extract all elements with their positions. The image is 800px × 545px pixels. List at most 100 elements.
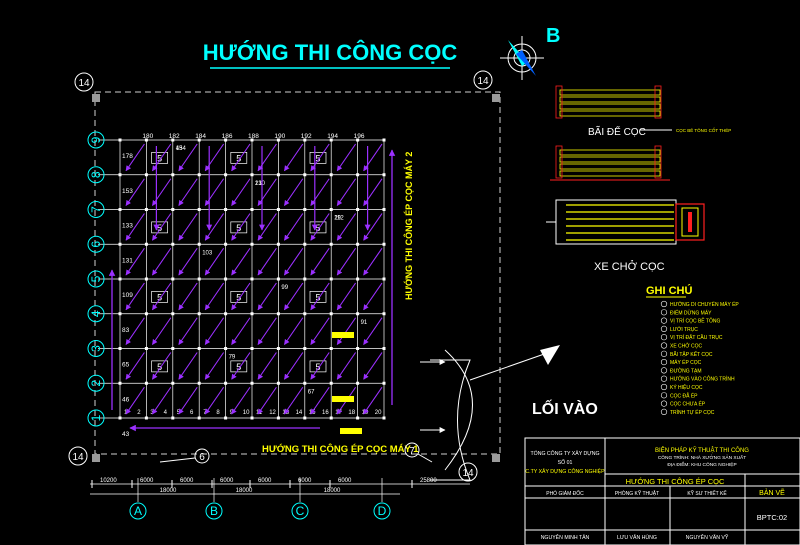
dimension-total: 18000	[236, 488, 253, 494]
pile-position	[224, 416, 228, 420]
legend-bullet-icon	[660, 325, 668, 333]
pile-number-mid: 99	[281, 285, 288, 291]
pile-position	[171, 138, 175, 142]
row-axis-label: 5	[89, 275, 103, 282]
site-road	[420, 345, 560, 481]
pile-bar	[559, 89, 661, 96]
pile-position	[356, 173, 360, 177]
legend-title: GHI CHÚ	[646, 284, 693, 297]
company-line: C.TY XÂY DỰNG CÔNG NGHIỆP	[525, 467, 605, 475]
pile-position	[171, 347, 175, 350]
signature-role: KỸ SƯ THIẾT KẾ	[687, 490, 727, 497]
column-axis-label: D	[378, 504, 387, 518]
pile-position	[356, 138, 360, 142]
dimension-value: 6000	[298, 478, 312, 484]
pile-number-row1: 3	[150, 410, 154, 416]
row-axis-bubble	[87, 131, 105, 149]
pile-position	[329, 347, 333, 350]
pile-number-row1: 12	[269, 410, 276, 416]
machine-path-arrow	[231, 317, 251, 345]
pile-position	[276, 242, 280, 246]
machine-path-arrow	[231, 213, 251, 241]
row-axis-bubble	[87, 340, 105, 357]
machine-path-arrow	[204, 247, 225, 276]
pile-position	[197, 208, 201, 211]
machine-path-arrow	[283, 282, 304, 311]
pile-position	[224, 242, 228, 246]
pile-truck-label: XE CHỞ CỌC	[594, 260, 665, 273]
legend-item: LƯỚI TRỤC	[670, 326, 698, 333]
row-axis-label: 9	[89, 136, 103, 143]
north-arrow-icon	[500, 36, 544, 80]
machine-path-arrow	[178, 352, 198, 380]
machine-path-arrow	[310, 178, 330, 206]
pile-position	[171, 381, 175, 385]
machine-path-arrow	[257, 317, 277, 345]
legend-item: ĐIỂM DỪNG MÁY	[670, 309, 712, 316]
pile-position	[356, 208, 360, 211]
legend-item: HƯỚNG DI CHUYỂN MÁY ÉP	[670, 301, 739, 308]
machine-path-arrow	[178, 386, 198, 415]
dimension-value: 25800	[420, 478, 437, 484]
pile-position	[171, 173, 175, 177]
legend-item: VỊ TRÍ ĐẶT CẦU TRỤC	[670, 334, 723, 341]
machine-path-arrow	[178, 178, 198, 206]
machine-path-arrow	[283, 386, 304, 415]
pile-position	[171, 208, 175, 211]
pile-position	[144, 138, 148, 142]
pile-position	[276, 138, 280, 142]
pile-position	[250, 416, 254, 420]
pile-position	[224, 347, 228, 350]
pile-position	[329, 138, 333, 142]
pile-position	[303, 138, 307, 142]
cell-mark: 5	[236, 223, 241, 233]
legend-bullet-icon	[660, 400, 668, 407]
machine-path-arrow	[125, 213, 145, 241]
pile-position	[144, 242, 148, 246]
row-axis-bubble	[87, 270, 105, 288]
corner-post	[492, 454, 500, 462]
dimension-total: 18000	[160, 488, 177, 494]
legend-bullet-icon	[660, 334, 668, 341]
legend-bullet-icon	[660, 408, 668, 416]
pile-number-top: 194	[327, 133, 338, 140]
structural-grid	[98, 138, 386, 420]
machine-path-arrow	[151, 352, 172, 380]
machine-path-arrow	[363, 213, 383, 241]
signature-name: NGUYỄN MINH TÂN	[541, 534, 590, 541]
dimension-total: 18000	[324, 488, 341, 494]
row-axis-label: 6	[89, 241, 103, 248]
pile-number-top: 190	[274, 133, 285, 140]
cell-mark-box	[309, 291, 327, 303]
machine-path-arrow	[283, 213, 304, 241]
machine-path-arrow	[204, 386, 225, 415]
row-axis-bubble	[87, 374, 105, 392]
machine-path-arrow	[283, 178, 304, 206]
pile-position	[303, 173, 307, 177]
pile-number-row1: 10	[243, 410, 250, 416]
machine-marker-7: 7	[404, 442, 433, 463]
machine2-label: HƯỚNG THI CÔNG ÉP CỌC MÁY 2	[403, 152, 414, 300]
pile-position	[197, 347, 201, 350]
column-axis-bubble	[205, 502, 223, 520]
pile-position	[382, 208, 386, 211]
pile-position	[356, 381, 360, 385]
machine-path-arrow	[151, 143, 172, 172]
pile-position	[329, 173, 333, 177]
cell-mark: 5	[315, 362, 320, 372]
cell-mark: 5	[157, 223, 162, 233]
pile-position	[224, 381, 228, 385]
machine-path-arrow	[151, 213, 172, 241]
machine-path-arrow	[283, 352, 304, 380]
pile-position	[382, 138, 386, 142]
machine-path-arrow	[363, 247, 383, 276]
machine-path-arrow	[283, 317, 304, 345]
pile-position	[382, 381, 386, 385]
corner-post	[92, 454, 100, 462]
pile-position	[276, 381, 280, 385]
pile-number-row1: 20	[375, 410, 382, 416]
pile-bar	[559, 110, 661, 117]
